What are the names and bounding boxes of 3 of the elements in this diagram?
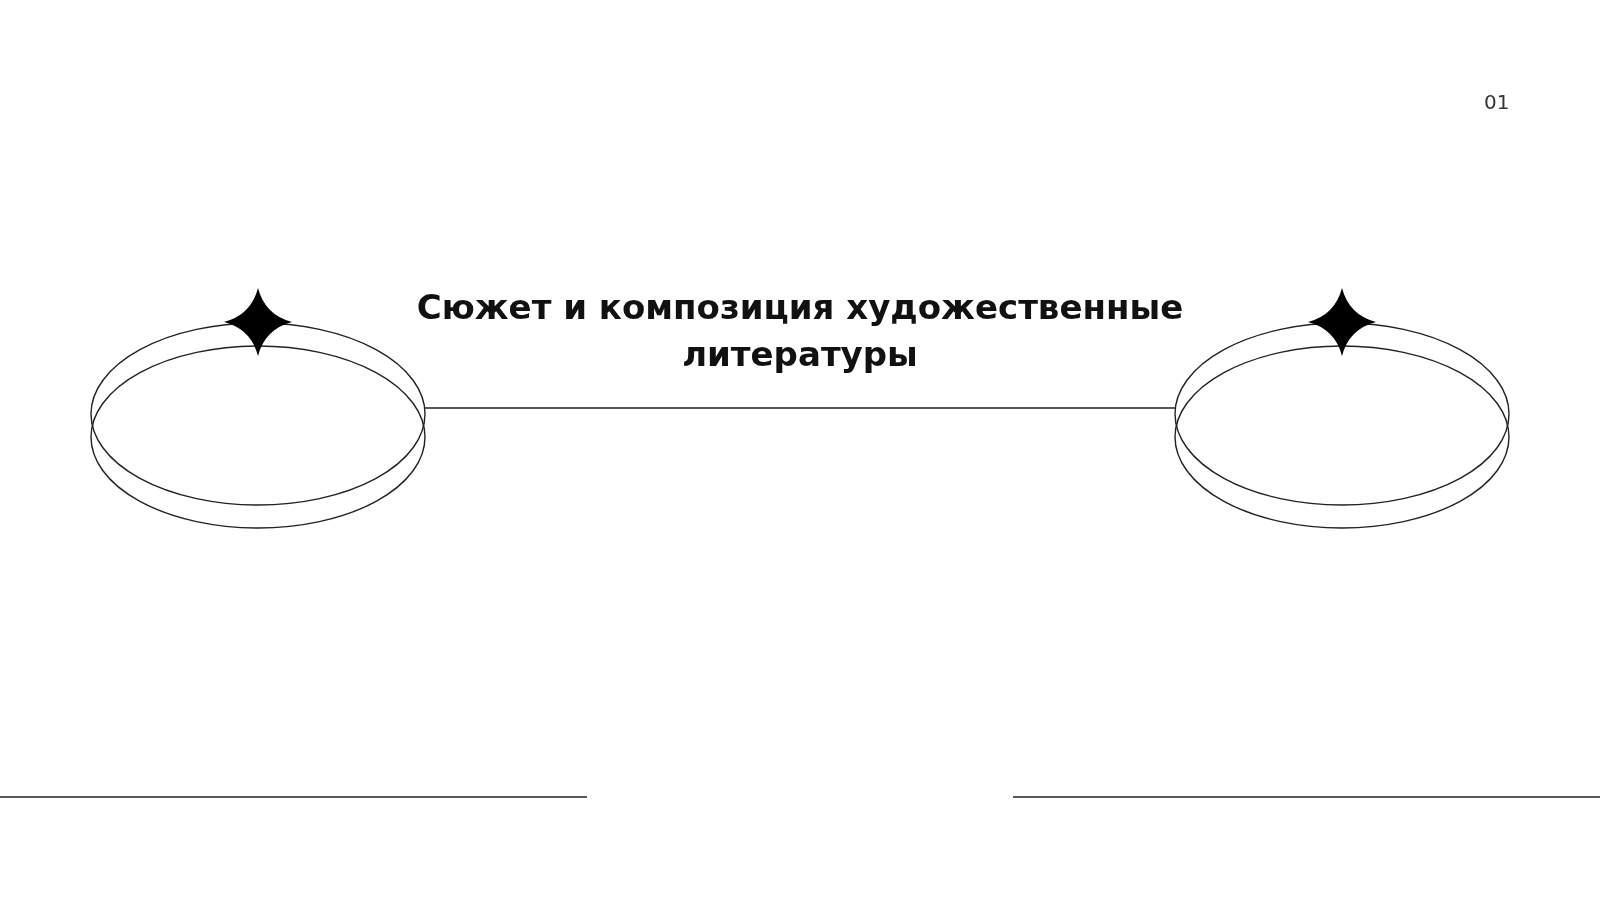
slide-title: Сюжет и композиция художественные литературы bbox=[415, 286, 1185, 376]
page-number: 01 bbox=[1484, 90, 1510, 114]
connector-line bbox=[423, 407, 1177, 409]
